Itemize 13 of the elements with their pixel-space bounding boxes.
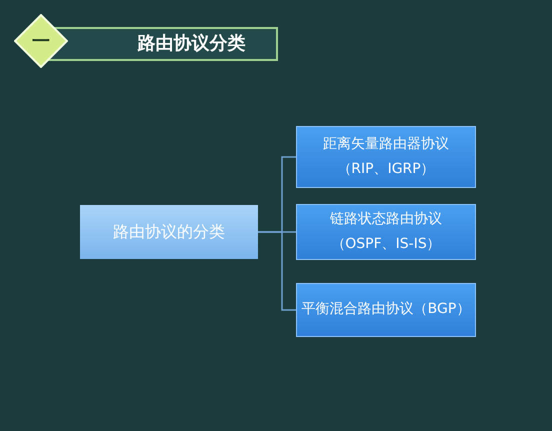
section-number: 一: [32, 30, 50, 54]
node-text: （OSPF、IS-IS）: [331, 236, 441, 254]
node-text: 链路状态路由协议: [330, 210, 442, 228]
title-text: 路由协议分类: [138, 32, 246, 56]
node-text: （RIP、IGRP）: [337, 161, 435, 178]
node-text: 平衡混合路由协议（BGP）: [302, 301, 470, 319]
node-text: 路由协议的分类: [113, 222, 225, 242]
protocol-box: [296, 126, 476, 188]
connector-line: [258, 231, 296, 311]
node-text: 距离矢量路由器协议: [323, 136, 449, 153]
protocol-box: [296, 204, 476, 260]
category-box: [80, 205, 258, 259]
protocol-box: [296, 283, 476, 337]
